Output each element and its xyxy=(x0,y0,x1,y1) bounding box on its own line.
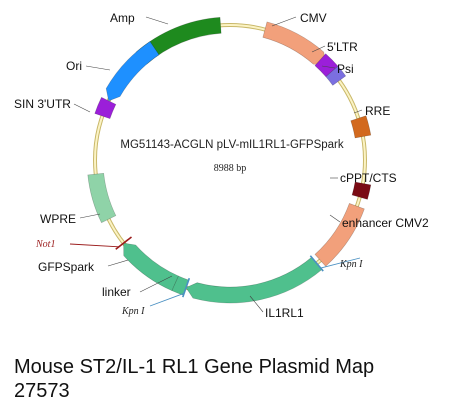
site-kpni-bottom-leader xyxy=(149,292,185,307)
label-rre: RRE xyxy=(365,104,390,118)
label-not1: Not1 xyxy=(35,239,55,250)
arc-wpre xyxy=(87,172,117,224)
label-enhancer-cmv2: enhancer CMV2 xyxy=(342,216,429,230)
label-amp: Amp xyxy=(110,11,135,25)
site-not1-leader xyxy=(69,243,119,248)
plasmid-size: 8988 bp xyxy=(214,163,247,174)
site-kpni-right-tick xyxy=(309,255,324,272)
label-wpre: WPRE xyxy=(40,212,76,226)
leader-il1rl1 xyxy=(249,295,264,313)
leader-cmv xyxy=(271,16,297,27)
label-psi: Psi xyxy=(337,62,354,76)
leader-gfpspark xyxy=(107,259,129,267)
arc-5ltr xyxy=(314,53,339,78)
leader-amp xyxy=(145,16,169,25)
label-cppt-cts: cPPT/CTS xyxy=(340,171,397,185)
arc-sin-3utr xyxy=(94,96,117,120)
arc-psi xyxy=(325,65,347,86)
caption-line-2: 27573 xyxy=(14,380,70,402)
leader-ori xyxy=(85,65,111,71)
leader-enhancer-cmv2 xyxy=(329,214,341,223)
leader-5ltr xyxy=(311,45,326,53)
leader-sin-3utr xyxy=(73,103,91,113)
leader-psi xyxy=(321,65,336,69)
label-leaders xyxy=(73,16,363,313)
label-cmv: CMV xyxy=(300,11,327,25)
arc-ori xyxy=(105,41,160,102)
site-kpni-bottom-tick xyxy=(182,277,191,298)
label-gfpspark: GFPSpark xyxy=(38,260,95,274)
arc-gfpspark xyxy=(123,242,179,292)
feature-labels: Amp CMV 5'LTR Psi RRE cPPT/CTS enhancer … xyxy=(14,11,429,320)
label-5ltr: 5'LTR xyxy=(327,40,358,54)
arc-cmv xyxy=(262,21,326,65)
leader-wpre xyxy=(79,213,101,219)
site-labels: Not1 Kpn I Kpn I xyxy=(35,239,363,317)
caption-line-1: Mouse ST2/IL-1 RL1 Gene Plasmid Map xyxy=(14,356,375,378)
label-kpni-right: Kpn I xyxy=(339,259,363,270)
feature-arcs xyxy=(87,17,372,304)
arc-cppt-cts xyxy=(351,181,372,200)
arc-rre xyxy=(350,115,372,139)
arc-enhancer-cmv2 xyxy=(314,203,365,267)
restriction-site-marks xyxy=(69,236,361,307)
label-ori: Ori xyxy=(66,59,82,73)
leader-rre xyxy=(353,109,363,114)
leader-linker xyxy=(139,275,173,293)
site-kpni-right-leader xyxy=(320,257,361,269)
figure-caption: Mouse ST2/IL-1 RL1 Gene Plasmid Map 2757… xyxy=(14,355,454,403)
label-kpni-bottom: Kpn I xyxy=(121,306,145,317)
label-linker: linker xyxy=(102,285,131,299)
label-il1rl1: IL1RL1 xyxy=(265,306,304,320)
label-sin-3utr: SIN 3'UTR xyxy=(14,97,71,111)
arc-il1rl1 xyxy=(185,256,323,304)
plasmid-name: MG51143-ACGLN pLV-mIL1RL1-GFPSpark xyxy=(120,139,344,151)
